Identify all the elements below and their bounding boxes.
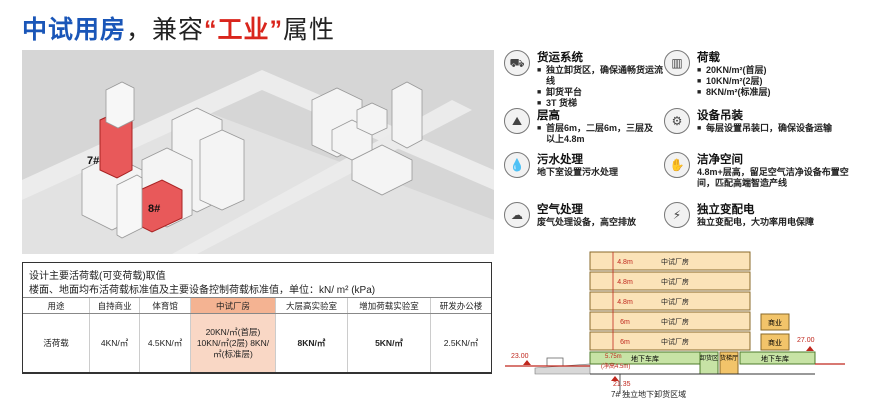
level-left: 23.00: [511, 353, 529, 360]
load-table-box: 设计主要活荷载(可变荷载)取值 楼面、地面均布活荷载标准值及主要设备控制荷载标准…: [22, 262, 492, 374]
water-icon: 💧: [504, 152, 530, 178]
load-subcaption: 楼面、地面均布活荷载标准值及主要设备控制荷载标准值，单位：kN/ m² (kPa…: [29, 285, 376, 296]
floor-label: 中试厂房: [661, 337, 689, 346]
floor-height: 6m: [620, 319, 630, 326]
load-caption: 设计主要活荷载(可变荷载)取值: [29, 271, 166, 282]
level-right: 27.00: [797, 337, 815, 344]
basement-label: 地下车库: [631, 354, 659, 363]
truck-icon: ⛟: [504, 50, 530, 76]
floor-height: 6m: [620, 339, 630, 346]
clear-height: 5.75m: [605, 354, 622, 360]
load-icon: ▥: [664, 50, 690, 76]
load-table: 用途 自持商业 体育馆 中试厂房 大层高实验室 增加荷载实验室 研发办公楼 活荷…: [23, 297, 491, 373]
page-title: 中试用房，兼容“工业”属性: [22, 16, 336, 44]
floor-label: 中试厂房: [661, 297, 689, 306]
label-8: 8#: [148, 203, 160, 215]
floor-height: 4.8m: [617, 259, 633, 266]
basement-label: 地下车库: [761, 354, 789, 363]
section-note: 7# 独立地下卸货区域: [611, 390, 687, 399]
lift-label: 货梯厅: [720, 354, 738, 362]
air-icon: ☁: [504, 202, 530, 228]
hoist-icon: ⚙: [664, 108, 690, 134]
label-7: 7#: [87, 155, 99, 167]
clear-height-note: (净高4.5m): [601, 362, 630, 370]
features-panel: ⛟ 货运系统 独立卸货区，确保通畅货运流线 卸货平台 3T 货梯 ▥ 荷载 20…: [504, 50, 874, 240]
table-row: 活荷载 4KN/㎡ 4.5KN/㎡ 20KN/㎡(首层) 10KN/㎡(2层) …: [23, 313, 491, 373]
floor-height: 4.8m: [617, 279, 633, 286]
floor-label: 中试厂房: [661, 317, 689, 326]
shop-label: 商业: [768, 338, 782, 347]
floor-label: 中试厂房: [661, 277, 689, 286]
power-icon: ⚡: [664, 202, 690, 228]
axonometric-render: 7# 8#: [22, 50, 494, 254]
shop-label: 商业: [768, 318, 782, 327]
level-bottom: 21.35: [613, 381, 631, 388]
floor-height: 4.8m: [617, 299, 633, 306]
floor-label: 中试厂房: [661, 257, 689, 266]
height-icon: ⛰: [504, 108, 530, 134]
clean-icon: ✋: [664, 152, 690, 178]
section-diagram: 4.8m 4.8m 4.8m 6m 6m 中试厂房 中试厂房 中试厂房 中试厂房…: [505, 244, 845, 410]
unload-label: 卸货区: [700, 354, 718, 362]
